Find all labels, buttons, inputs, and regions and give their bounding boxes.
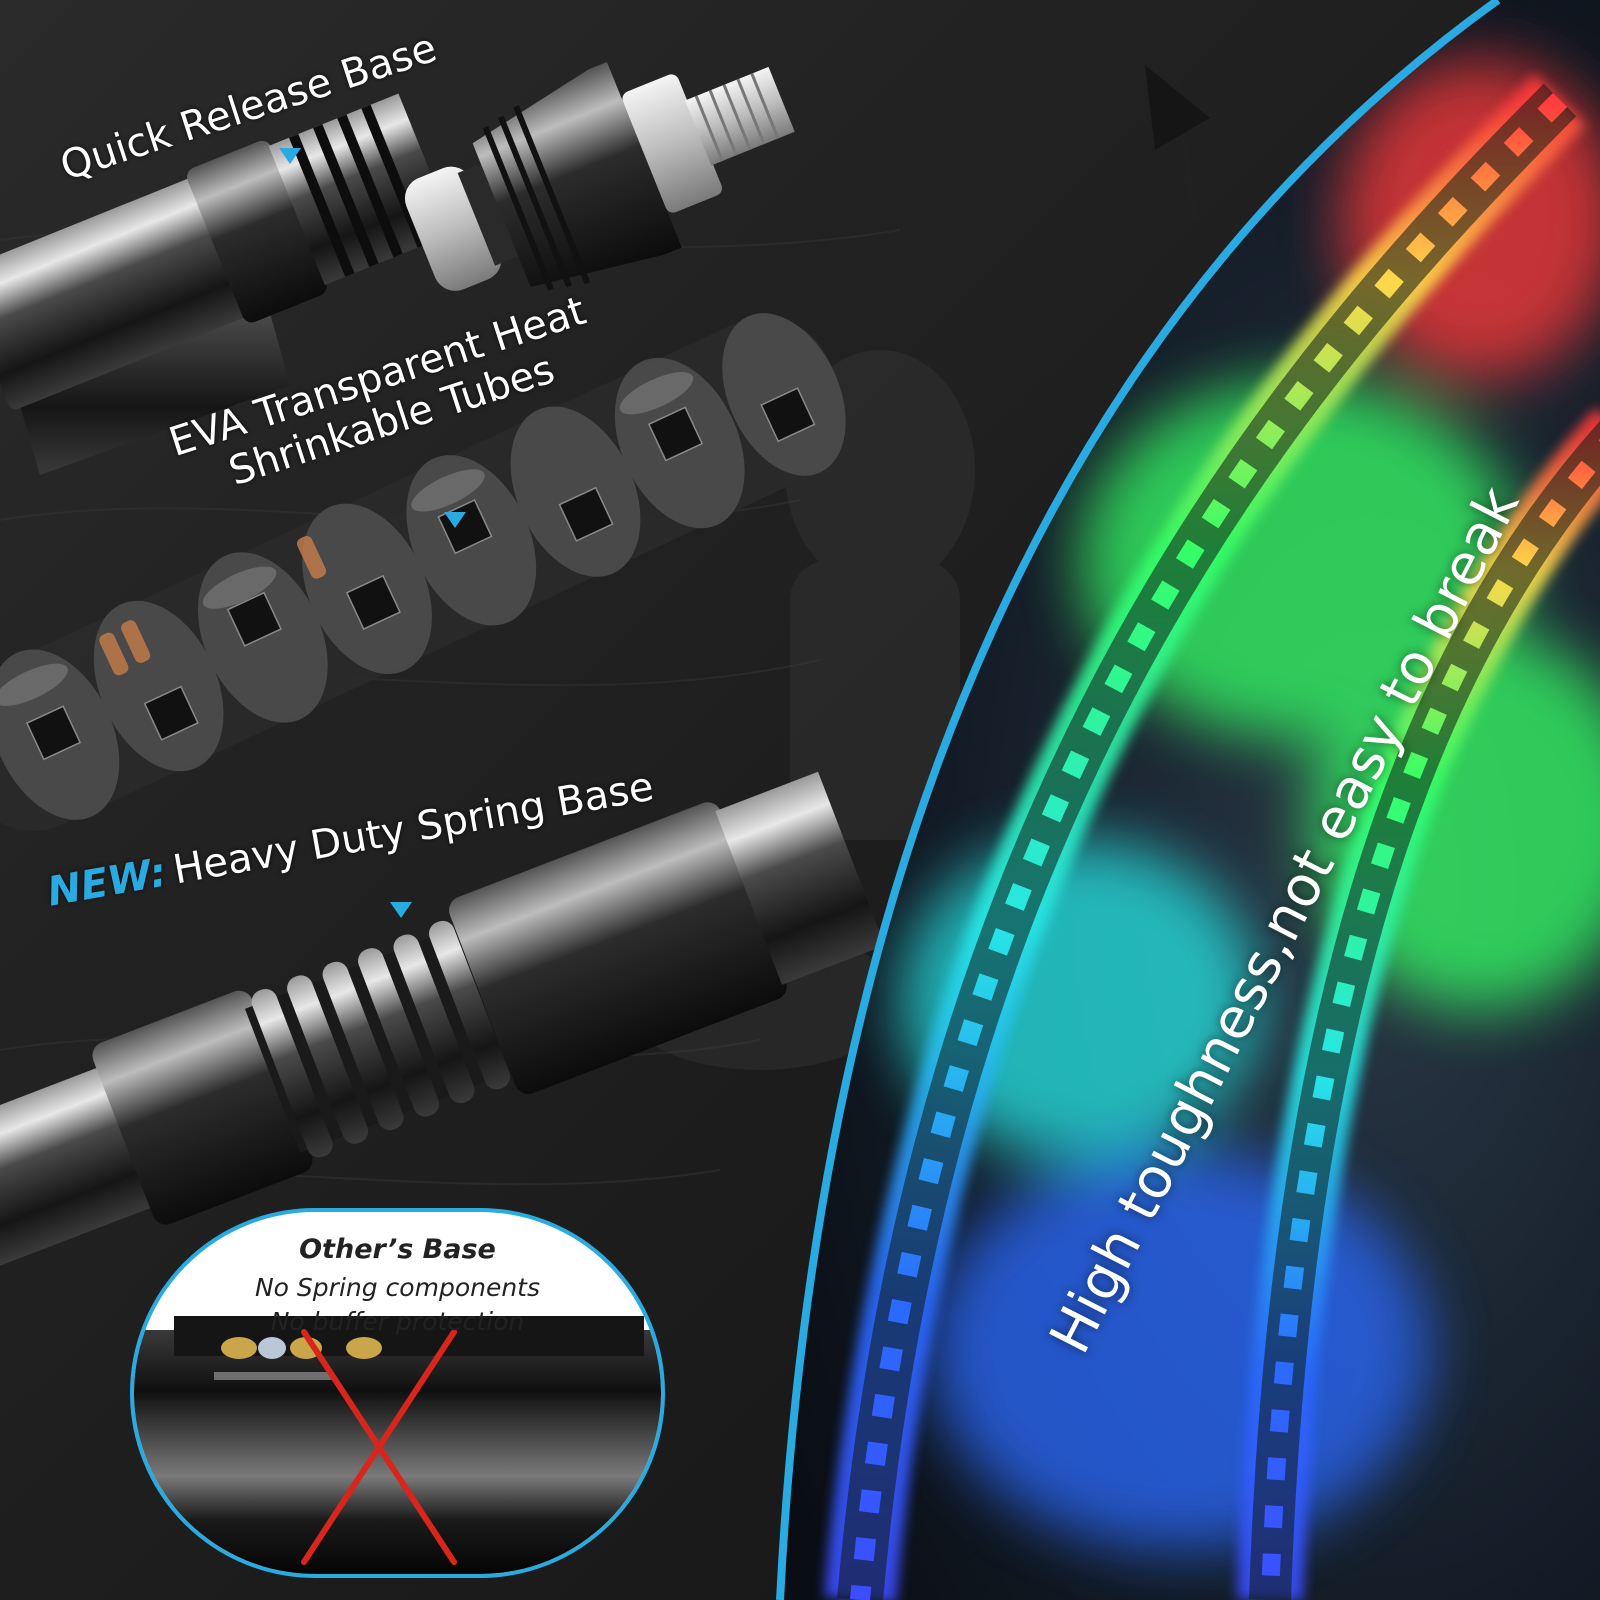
others-base-text: Other’s Base No Spring components No buf… xyxy=(134,1234,661,1339)
others-base-rod-image xyxy=(134,1316,661,1574)
spring-base-image xyxy=(0,771,885,1277)
others-base-line-2: No buffer protection xyxy=(270,1307,525,1336)
triangle-down-icon xyxy=(390,902,412,918)
others-base-line-1: No Spring components xyxy=(254,1273,541,1302)
triangle-down-icon xyxy=(279,148,301,164)
triangle-down-icon xyxy=(444,512,466,528)
quick-release-base-image xyxy=(0,62,795,475)
others-base-comparison: Other’s Base No Spring components No buf… xyxy=(130,1208,665,1578)
others-base-title: Other’s Base xyxy=(299,1234,496,1265)
red-x-icon xyxy=(301,1329,457,1565)
eva-led-tube-image xyxy=(0,313,847,831)
